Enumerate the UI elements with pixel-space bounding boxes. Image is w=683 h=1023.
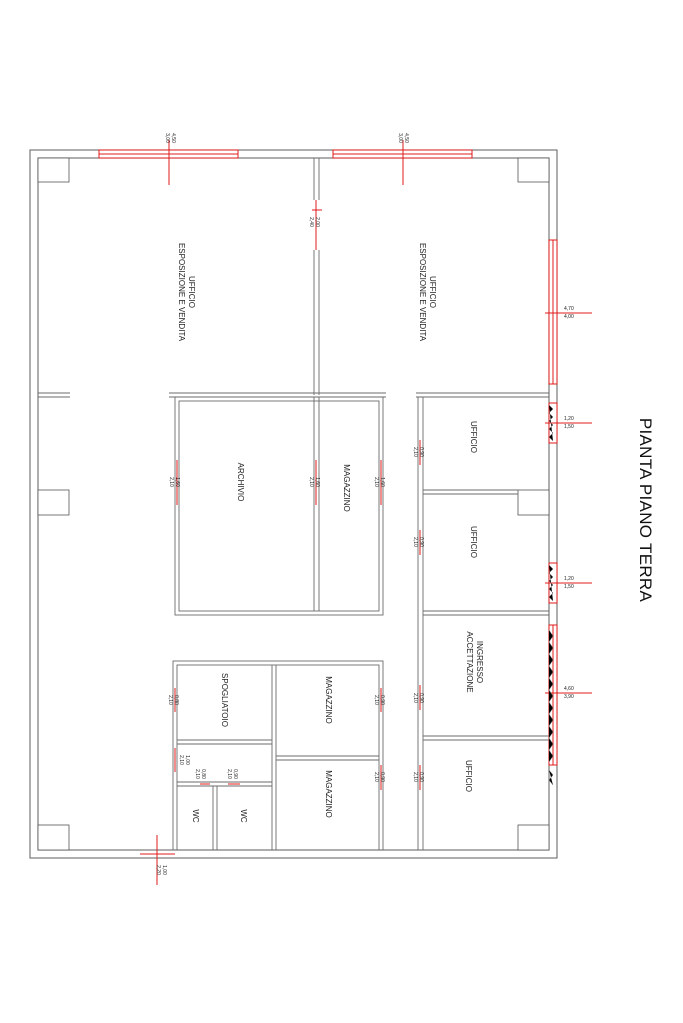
dim-value: 2,10: [373, 695, 379, 705]
dim-value: 3,00: [164, 133, 170, 143]
dim-value: 0,80: [200, 769, 206, 779]
dim-value: 2,20: [155, 865, 161, 875]
dim-value: 2,10: [194, 769, 200, 779]
dim-value: 2,40: [308, 217, 314, 227]
room-label: UFFICIO: [464, 760, 473, 792]
dim-value: 2,10: [226, 769, 232, 779]
room-label: ESPOSIZIONE E VENDITA: [418, 243, 427, 342]
dim-value: 1,00: [161, 865, 167, 875]
outer-walls: [29, 149, 558, 859]
room-label: ESPOSIZIONE E VENDITA: [177, 243, 186, 342]
dim-value: 2,10: [373, 772, 379, 782]
room-label: ARCHIVIO: [236, 463, 245, 502]
dim-value: 2,10: [308, 477, 314, 487]
pillars: [37, 157, 550, 851]
dim-value: 1,60: [379, 477, 385, 487]
dim-value: 1,60: [314, 477, 320, 487]
room-label: MAGAZZINO: [342, 464, 351, 512]
room-label: UFFICIO: [469, 526, 478, 558]
dim-value: 1,60: [174, 477, 180, 487]
room-label: WC: [239, 809, 248, 823]
dim-value: 2,10: [373, 477, 379, 487]
plan-title: PIANTA PIANO TERRA: [636, 418, 655, 603]
dim-value: 4,70: [564, 306, 574, 312]
dim-value: 0,80: [173, 695, 179, 705]
dim-value: 0,90: [418, 693, 424, 703]
dim-value: 1,50: [564, 424, 574, 430]
dim-value: 2,10: [168, 477, 174, 487]
dim-value: 1,50: [564, 584, 574, 590]
dim-value: 0,90: [379, 772, 385, 782]
dim-value: 2,10: [412, 772, 418, 782]
dim-value: 4,50: [170, 133, 176, 143]
dim-value: 2,10: [412, 693, 418, 703]
room-label: INGRESSO: [475, 641, 484, 683]
right-window-ufficio1: [545, 402, 592, 444]
top-window-left: [98, 140, 239, 185]
room-label: MAGAZZINO: [324, 770, 333, 818]
dim-value: 3,90: [564, 694, 574, 700]
interior-walls: [38, 158, 549, 851]
dimension-labels: 4,50 3,00 4,50 3,00 2,00 2,40 4,70 4,00 …: [155, 133, 574, 875]
dim-value: 2,10: [412, 537, 418, 547]
right-window-large: [545, 239, 592, 385]
top-window-right: [332, 140, 473, 185]
right-window-ufficio2: [545, 562, 592, 604]
dim-value: 0,90: [418, 537, 424, 547]
dim-value: 4,50: [403, 133, 409, 143]
room-label: SPOGLIATOIO: [220, 673, 229, 727]
dim-value: 0,90: [232, 769, 238, 779]
dim-value: 0,90: [418, 447, 424, 457]
dim-value: 3,00: [397, 133, 403, 143]
room-label: ACCETTAZIONE: [465, 631, 474, 692]
dim-value: 1,20: [564, 576, 574, 582]
dim-value: 2,10: [412, 447, 418, 457]
room-label: UFFICIO: [187, 276, 196, 308]
dim-value: 1,20: [564, 416, 574, 422]
room-label: UFFICIO: [428, 276, 437, 308]
dim-value: 4,00: [564, 314, 574, 320]
dim-value: 2,10: [178, 755, 184, 765]
dim-value: 2,10: [167, 695, 173, 705]
room-label: UFFICIO: [469, 421, 478, 453]
dim-value: 0,90: [418, 772, 424, 782]
room-label: MAGAZZINO: [324, 676, 333, 724]
room-labels: UFFICIO ESPOSIZIONE E VENDITA UFFICIO ES…: [177, 243, 484, 823]
dim-value: 1,00: [184, 755, 190, 765]
dim-value: 0,90: [379, 695, 385, 705]
dim-value: 4,60: [564, 686, 574, 692]
dim-value: 2,00: [314, 217, 320, 227]
door-marks: [140, 200, 421, 885]
exterior-pattern: [548, 404, 554, 786]
room-label: WC: [191, 809, 200, 823]
